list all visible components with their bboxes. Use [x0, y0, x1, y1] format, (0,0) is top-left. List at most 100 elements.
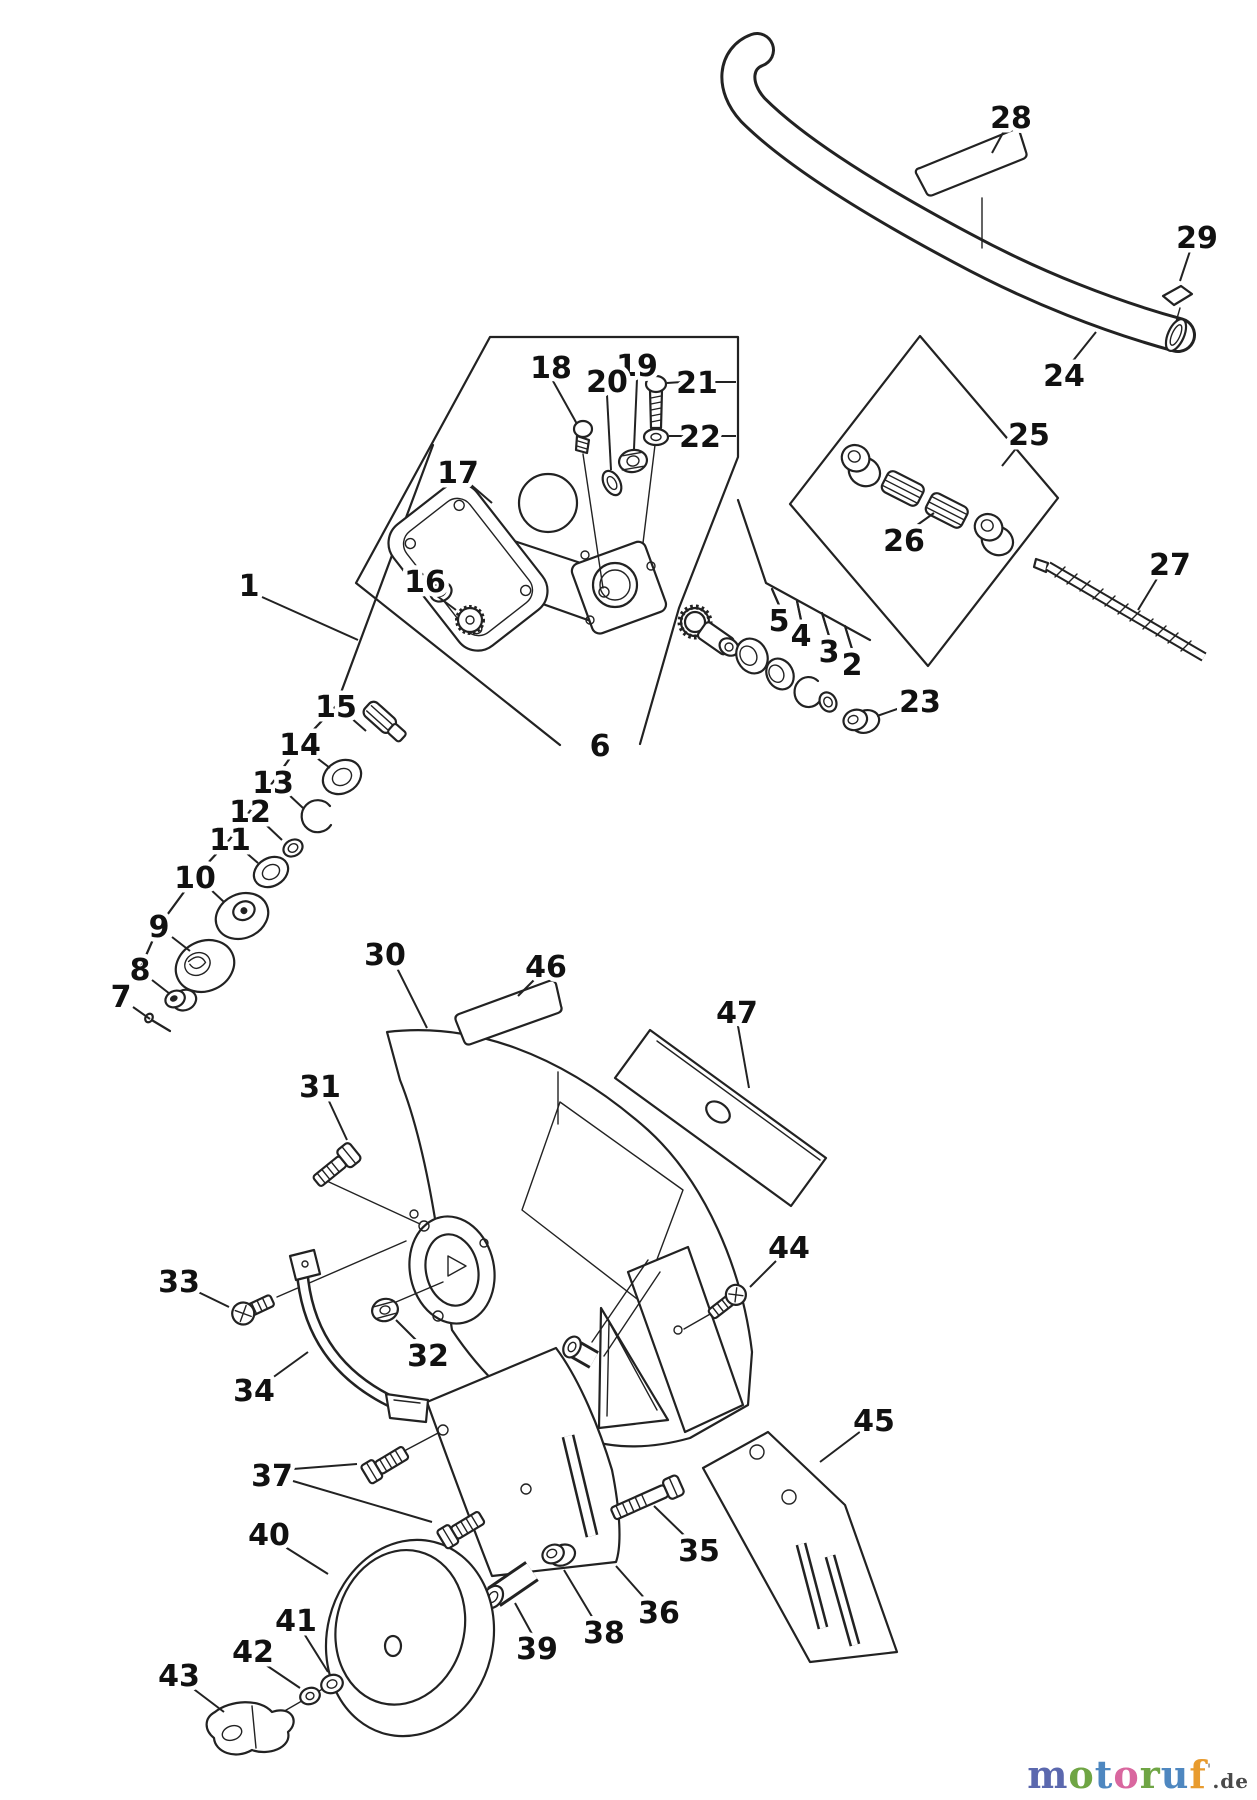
drive-shaft-tube: [720, 32, 1196, 353]
part-number-32: 32: [407, 1339, 449, 1374]
part-number-27: 27: [1149, 548, 1191, 583]
callout-13: 13: [248, 762, 304, 809]
shaft-label-sticker: [914, 128, 1028, 197]
callout-40: 40: [244, 1514, 329, 1575]
part-number-34: 34: [233, 1374, 275, 1409]
flange-nut-38: [541, 1543, 577, 1567]
part-number-35: 35: [678, 1534, 720, 1569]
part-number-42: 42: [232, 1635, 274, 1670]
coupler-assembly-box: [788, 334, 1060, 668]
leader-line-31: [327, 1098, 348, 1141]
callout-47: 47: [712, 992, 762, 1089]
locating-key: [1161, 284, 1194, 323]
leader-line-2: [844, 625, 853, 650]
leader-line-11: [242, 849, 259, 864]
callout-33: 33: [154, 1261, 230, 1308]
leader-line-47: [737, 1025, 750, 1089]
callout-8: 8: [125, 949, 171, 995]
coupler-parts: [840, 443, 1015, 557]
callout-21: 21: [666, 362, 736, 406]
leader-line-41: [302, 1631, 329, 1673]
part-number-40: 40: [248, 1518, 290, 1553]
callout-12: 12: [225, 791, 283, 841]
part-number-26: 26: [883, 524, 925, 559]
leader-line-35: [653, 1505, 689, 1540]
leader-line-40: [281, 1544, 329, 1575]
callout-42: 42: [228, 1631, 301, 1689]
pivot-gusset: [562, 1259, 670, 1430]
leader-line-20: [606, 394, 612, 471]
leader-line-4: [796, 600, 802, 621]
callout-29: 29: [1172, 217, 1222, 282]
leader-line-18: [552, 380, 578, 425]
callout-4: 4: [786, 600, 816, 659]
callout-11: 11: [205, 819, 259, 864]
logo-letter: o: [1113, 1752, 1140, 1797]
part-number-43: 43: [158, 1659, 200, 1694]
part-number-3: 3: [819, 635, 840, 670]
leader-line-33: [193, 1289, 230, 1308]
callout-27: 27: [1137, 544, 1195, 611]
part-number-41: 41: [275, 1604, 317, 1639]
callout-6: 6: [585, 725, 615, 769]
callout-18: 18: [526, 347, 578, 425]
callout-28: 28: [986, 97, 1036, 154]
gearbox-housing: [387, 472, 668, 652]
wing-knob: [205, 1701, 295, 1756]
leader-line-19: [633, 378, 638, 450]
part-number-30: 30: [364, 938, 406, 973]
callout-3: 3: [814, 612, 844, 675]
part-number-8: 8: [130, 953, 151, 988]
leader-line-38: [563, 1569, 595, 1621]
callout-38: 38: [563, 1569, 629, 1656]
leader-line-36: [615, 1565, 648, 1602]
leader-line-43: [190, 1686, 225, 1713]
part-number-20: 20: [586, 365, 628, 400]
part-number-1: 1: [239, 569, 260, 604]
callout-14: 14: [275, 724, 331, 769]
leader-line-37: [292, 1463, 358, 1470]
part-number-15: 15: [315, 690, 357, 725]
leader-line-34: [267, 1351, 309, 1382]
callout-36: 36: [615, 1565, 684, 1636]
leader-line-9: [171, 936, 191, 952]
callout-22: 22: [669, 416, 736, 460]
part-number-47: 47: [716, 996, 758, 1031]
leader-line-1: [261, 596, 359, 641]
part-number-6: 6: [590, 729, 611, 764]
callout-19: 19: [612, 345, 662, 450]
part-number-16: 16: [404, 565, 446, 600]
leader-line-3: [821, 612, 830, 637]
callout-1: 1: [234, 565, 359, 641]
logo-letter: o: [1068, 1752, 1095, 1797]
leader-line-46: [517, 977, 537, 997]
shield-fasteners: [231, 1142, 747, 1550]
guard-plate: [701, 1430, 899, 1664]
part-number-24: 24: [1043, 359, 1085, 394]
leader-line-15: [349, 716, 367, 732]
part-number-29: 29: [1176, 221, 1218, 256]
part-number-37: 37: [251, 1459, 293, 1494]
part-number-38: 38: [583, 1616, 625, 1651]
callout-24: 24: [1039, 331, 1097, 399]
flexible-drive-shaft: [1032, 557, 1207, 662]
pinion-gear: [677, 604, 740, 657]
logo-word: motoruf': [1027, 1752, 1212, 1797]
callout-30: 30: [360, 934, 428, 1029]
part-number-7: 7: [111, 980, 132, 1015]
callout-37: 37: [247, 1455, 433, 1523]
part-number-18: 18: [530, 351, 572, 386]
callout-5: 5: [764, 588, 794, 644]
part-number-22: 22: [679, 420, 721, 455]
part-number-31: 31: [299, 1070, 341, 1105]
leader-line-25: [1001, 445, 1019, 467]
part-number-44: 44: [768, 1231, 810, 1266]
motoruf-logo: motoruf'.de: [1027, 1756, 1249, 1794]
leader-line-24: [1071, 331, 1097, 363]
part-number-5: 5: [769, 604, 790, 639]
logo-letter: u: [1160, 1752, 1190, 1797]
part-number-10: 10: [174, 861, 216, 896]
